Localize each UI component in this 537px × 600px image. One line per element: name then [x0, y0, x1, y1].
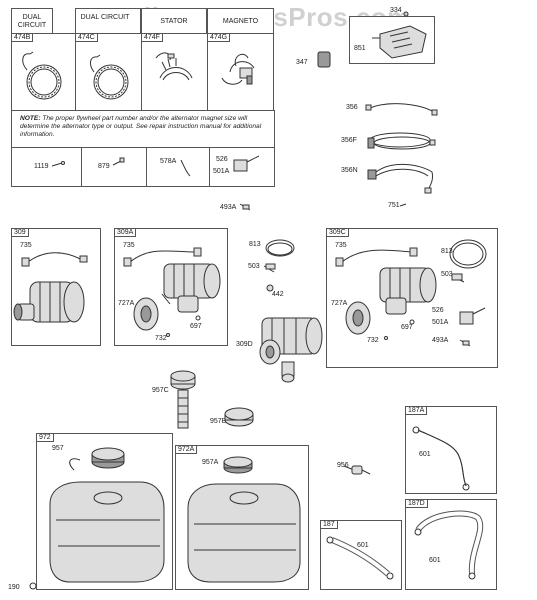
part-label-501A: 501A [213, 168, 230, 175]
alternator-header-4: MAGNETO [207, 8, 274, 34]
small-part-cell-1 [11, 147, 82, 187]
part-label-493A: 493A [220, 204, 237, 211]
part-label-956: 956 [337, 462, 349, 469]
part-label-1119: 1119 [34, 163, 49, 170]
alternator-cell-474F: 474F [141, 33, 208, 111]
part-tag-474C: 474C [76, 34, 98, 42]
alternator-header-label: DUAL CIRCUIT [17, 14, 47, 29]
part-tag-309C: 309C [327, 229, 349, 237]
alternator-header-label: MAGNETO [222, 18, 259, 25]
alternator-cell-474G: 474G [207, 33, 274, 111]
part-label-526: 526 [216, 156, 228, 163]
part-label-813-a: 813 [249, 241, 261, 248]
part-label-334: 334 [390, 7, 402, 14]
part-label-735-starter-309: 735 [20, 242, 32, 249]
part-label-601-187: 601 [357, 542, 369, 549]
part-label-813-b: 813 [441, 248, 453, 255]
part-label-578A: 578A [160, 158, 177, 165]
part-label-697-b: 697 [401, 324, 413, 331]
part-label-601-187A: 601 [419, 451, 431, 458]
alternator-header-label: STATOR [160, 18, 188, 25]
note-box: NOTE: The proper flywheel part number an… [11, 110, 275, 148]
part-label-727A-a: 727A [118, 300, 135, 307]
part-box-972: 972 [36, 433, 173, 590]
alternator-cell-474C: 474C [75, 33, 142, 111]
small-part-cell-4 [209, 147, 275, 187]
part-label-735-starter-309A: 735 [123, 242, 135, 249]
part-label-503-a: 503 [248, 263, 260, 270]
alternator-cell-474B: 474B [11, 33, 76, 111]
alternator-header-3: STATOR [141, 8, 207, 34]
part-label-957C: 957C [152, 387, 169, 394]
part-label-751: 751 [388, 202, 400, 209]
part-tag-187: 187 [321, 521, 338, 529]
part-tag-972A: 972A [176, 446, 198, 454]
part-label-879: 879 [98, 163, 110, 170]
part-label-957A: 957A [202, 459, 219, 466]
part-label-732-a: 732 [155, 335, 167, 342]
alternator-header-label: DUAL CIRCUIT [80, 14, 130, 21]
part-label-735-starter-309C: 735 [335, 242, 347, 249]
part-box-851 [349, 16, 435, 64]
note-text: NOTE: The proper flywheel part number an… [20, 115, 270, 139]
small-part-cell-2 [81, 147, 147, 187]
part-tag-474F: 474F [142, 34, 163, 42]
part-label-732-b: 732 [367, 337, 379, 344]
part-label-190: 190 [8, 584, 20, 591]
part-label-601-187D: 601 [429, 557, 441, 564]
part-label-851: 851 [354, 45, 366, 52]
part-box-309C: 309C [326, 228, 498, 368]
part-label-442: 442 [272, 291, 284, 298]
part-label-356N: 356N [341, 167, 358, 174]
part-tag-474B: 474B [12, 34, 34, 42]
part-box-972A: 972A [175, 445, 309, 590]
part-label-356F: 356F [341, 137, 357, 144]
part-box-187D: 187D [405, 499, 497, 590]
part-tag-309: 309 [12, 229, 29, 237]
part-label-493A-b: 493A [432, 337, 449, 344]
part-tag-187A: 187A [406, 407, 428, 415]
small-part-cell-3 [146, 147, 210, 187]
part-label-356: 356 [346, 104, 358, 111]
note-bold: NOTE: [20, 115, 41, 122]
part-label-309D: 309D [236, 341, 253, 348]
alternator-header-1: DUAL CIRCUIT [11, 8, 53, 34]
part-tag-972: 972 [37, 434, 54, 442]
part-box-187: 187 [320, 520, 402, 590]
part-label-957B: 957B [210, 418, 227, 425]
part-label-347: 347 [296, 59, 308, 66]
part-label-697-a: 697 [190, 323, 202, 330]
part-label-503-b: 503 [441, 271, 453, 278]
part-tag-187D: 187D [406, 500, 428, 508]
note-body: The proper flywheel part number and/or t… [20, 115, 262, 138]
part-label-727A-b: 727A [331, 300, 348, 307]
part-label-957: 957 [52, 445, 64, 452]
part-tag-309A: 309A [115, 229, 137, 237]
part-label-501A-b: 501A [432, 319, 449, 326]
part-tag-474G: 474G [208, 34, 231, 42]
part-label-526-b: 526 [432, 307, 444, 314]
alternator-header-2: DUAL CIRCUIT [75, 8, 141, 34]
part-box-187A: 187A [405, 406, 497, 494]
